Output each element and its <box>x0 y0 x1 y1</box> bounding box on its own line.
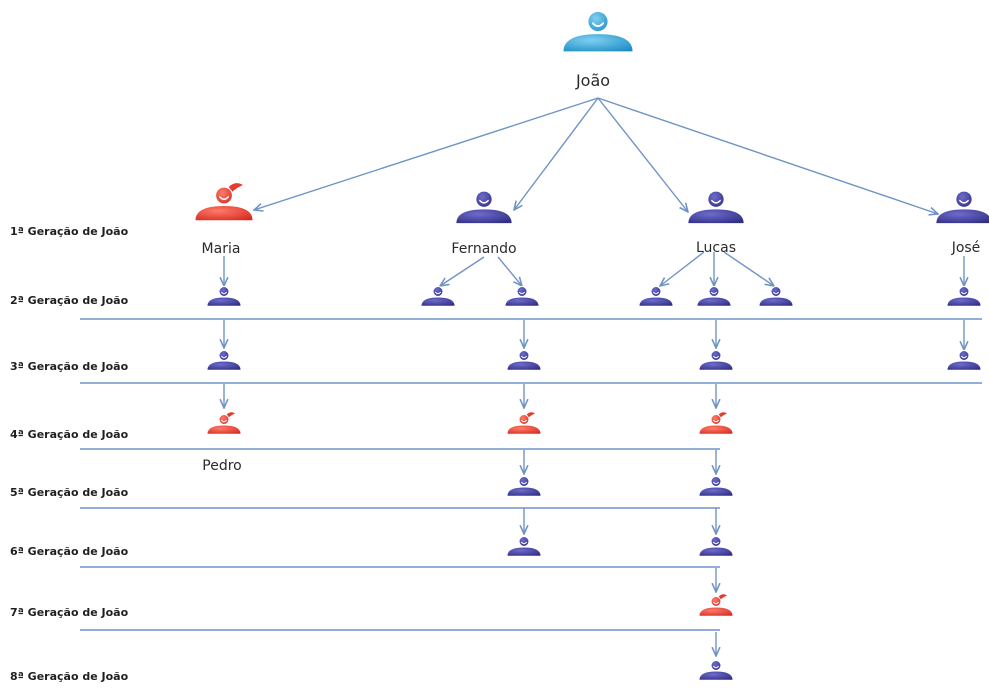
people <box>195 10 989 680</box>
maria-name-label: Maria <box>202 241 241 257</box>
fernando-g2-a-person-icon <box>421 286 455 306</box>
pedro-name-label: Pedro <box>202 458 241 474</box>
lucas-g2-a-person-icon <box>639 286 673 306</box>
generation-label-5: 5ª Geração de João <box>10 486 129 499</box>
generation-label-8: 8ª Geração de João <box>10 670 129 683</box>
generation-label-3: 3ª Geração de João <box>10 360 129 373</box>
generation-label-4: 4ª Geração de João <box>10 428 129 441</box>
maria-g3-person-icon <box>207 350 241 370</box>
maria-g2-person-icon <box>207 286 241 306</box>
lucas-g8-person-icon <box>699 660 733 680</box>
fernando-g5-person-icon <box>507 476 541 496</box>
fernando-g3-person-icon <box>507 350 541 370</box>
maria-person-icon <box>195 183 253 221</box>
fernando-person-icon <box>456 190 512 224</box>
lucas-g2-b-person-icon <box>697 286 731 306</box>
arrow-lucas-left <box>660 251 705 286</box>
lucas-g5-person-icon <box>699 476 733 496</box>
jose-g3-person-icon <box>947 350 981 370</box>
fernando-g6-person-icon <box>507 536 541 556</box>
lucas-person-icon <box>688 190 744 224</box>
lucas-name-label: Lucas <box>696 240 736 256</box>
generation-label-7: 7ª Geração de João <box>10 606 129 619</box>
fernando-g2-b-person-icon <box>505 286 539 306</box>
arrow-root-jose <box>597 97 938 214</box>
generation-label-1: 1ª Geração de João <box>10 225 129 238</box>
joao-person-icon <box>563 10 633 52</box>
lucas-g2-c-person-icon <box>759 286 793 306</box>
lucas-g4-person-icon <box>699 412 733 434</box>
pedro-person-icon <box>207 412 241 434</box>
jose-name-label: José <box>951 240 981 256</box>
lucas-g3-person-icon <box>699 350 733 370</box>
root-name-label: João <box>575 71 610 90</box>
jose-person-icon <box>936 190 989 224</box>
arrow-fernando-left <box>440 256 485 286</box>
lucas-g7-person-icon <box>699 594 733 616</box>
lucas-g6-person-icon <box>699 536 733 556</box>
arrow-root-lucas <box>597 97 688 212</box>
fernando-name-label: Fernando <box>451 241 516 257</box>
arrow-lucas-right <box>723 251 774 286</box>
jose-g2-person-icon <box>947 286 981 306</box>
fernando-g4-person-icon <box>507 412 541 434</box>
connector-lines <box>80 97 982 656</box>
arrow-root-maria <box>254 97 599 210</box>
arrow-fernando-right <box>497 256 522 286</box>
arrow-root-fernando <box>514 97 599 210</box>
generation-label-6: 6ª Geração de João <box>10 545 129 558</box>
generation-label-2: 2ª Geração de João <box>10 294 129 307</box>
